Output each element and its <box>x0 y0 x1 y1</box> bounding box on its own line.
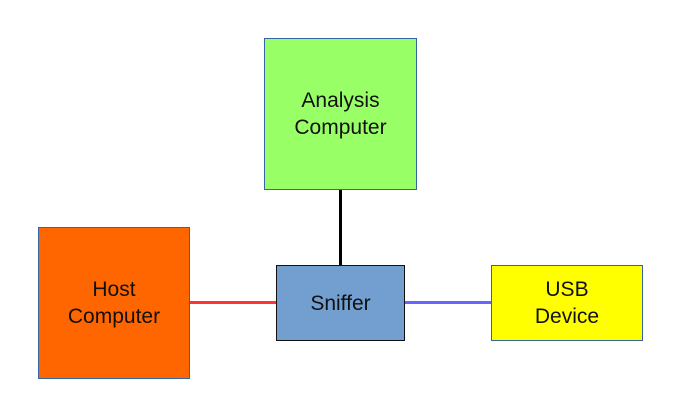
node-label: USB Device <box>534 278 600 328</box>
node-sniffer: Sniffer <box>276 265 405 341</box>
node-label: Analysis Computer <box>294 89 387 139</box>
node-usb-device: USB Device <box>491 265 643 341</box>
node-label: Sniffer <box>310 291 371 315</box>
node-label: Host Computer <box>67 278 161 328</box>
node-analysis-computer: Analysis Computer <box>264 38 417 190</box>
node-host-computer: Host Computer <box>38 227 190 379</box>
